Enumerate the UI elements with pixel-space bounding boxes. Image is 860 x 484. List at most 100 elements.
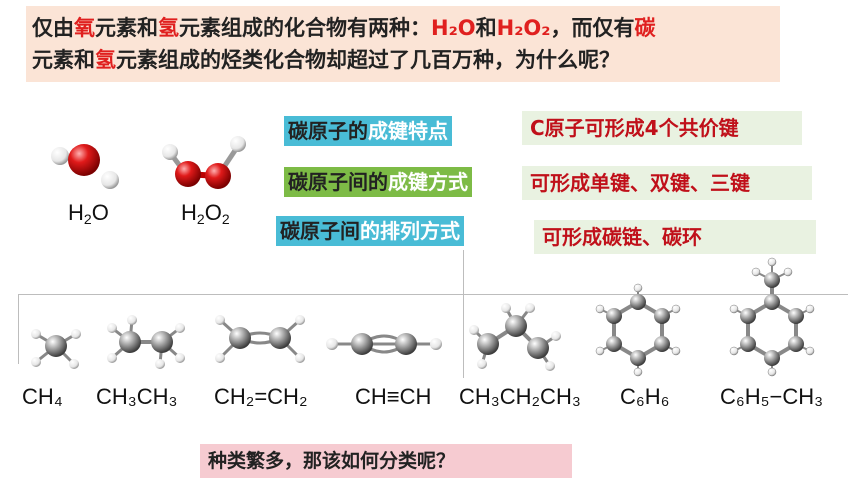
divider-line xyxy=(18,294,848,295)
carbon-atom xyxy=(45,335,67,357)
carbon-atom xyxy=(119,331,141,353)
formula-part: O xyxy=(204,200,222,225)
hydrogen-atom xyxy=(633,283,643,293)
q1-text-2: 元素和 xyxy=(95,16,158,40)
bond-ring xyxy=(746,299,798,361)
q1-text-1: 仅由 xyxy=(32,16,74,40)
hydrogen-atom xyxy=(477,359,487,369)
hydrogen-atom xyxy=(751,267,761,277)
formula-water: H2O xyxy=(68,200,109,227)
formula-ethyne: CH≡CH xyxy=(355,384,432,409)
hydrogen-atom xyxy=(525,303,535,313)
formula-part: O xyxy=(91,200,109,225)
formula-ethene: CH₂=CH₂ xyxy=(214,384,308,409)
hydrogen-atom xyxy=(155,359,165,369)
ethyne-model xyxy=(326,333,442,355)
formula-propane: CH₃CH₂CH₃ xyxy=(459,384,581,409)
answer-covalent-bonds: C原子可形成4个共价键 xyxy=(522,111,802,145)
label-text: 碳原子间 xyxy=(280,219,360,243)
carbon-atom xyxy=(606,336,622,352)
hydrogen-atom xyxy=(107,353,117,363)
carbon-atom xyxy=(740,308,756,324)
toluene-model xyxy=(729,257,815,377)
answer-bond-types: 可形成单键、双键、三键 xyxy=(522,166,812,200)
oxygen-atom xyxy=(205,163,231,189)
label-bonding-feature: 碳原子的成键特点 xyxy=(284,116,452,146)
answer-chains-rings: 可形成碳链、碳环 xyxy=(534,220,816,254)
carbon-atom xyxy=(764,294,780,310)
q1-red-carbon: 碳 xyxy=(634,16,656,40)
carbon-atom xyxy=(630,350,646,366)
oxygen-atom xyxy=(175,161,201,187)
hydrogen-atom xyxy=(633,367,643,377)
hydrogen-atom xyxy=(551,331,561,341)
hydrogen-atom xyxy=(175,323,185,333)
ethene-model xyxy=(215,315,305,363)
hydrogen-atom xyxy=(671,346,681,356)
hydrogen-atom xyxy=(215,353,225,363)
ethane-model xyxy=(107,315,185,369)
hydrogen-atom xyxy=(230,136,246,152)
formula-subscript: 2 xyxy=(83,211,92,227)
hydrogen-atom xyxy=(729,346,739,356)
oxygen-atom xyxy=(68,144,100,176)
formula-subscript: 2 xyxy=(221,211,230,227)
hydrogen-atom xyxy=(175,353,185,363)
question-line-2: 元素和氢元素组成的烃类化合物却超过了几百万种，为什么呢？ xyxy=(32,46,620,74)
hydrogen-atom xyxy=(767,257,777,267)
carbon-atom xyxy=(740,336,756,352)
hydrogen-atom xyxy=(71,329,81,339)
formula-part: H xyxy=(181,200,197,225)
formula-subscript: 2 xyxy=(196,211,205,227)
hydrogen-atom xyxy=(31,329,41,339)
carbon-atom xyxy=(788,308,804,324)
carbon-atom xyxy=(351,333,373,355)
label-arrangement: 碳原子间的排列方式 xyxy=(276,216,464,246)
hydrogen-atom xyxy=(295,353,305,363)
methane-model xyxy=(31,329,81,369)
q2-red-hydrogen: 氢 xyxy=(95,48,116,72)
q1-text-5: ，而仅有 xyxy=(550,16,635,40)
hydrogen-atom xyxy=(469,325,479,335)
hydrogen-atom xyxy=(595,346,605,356)
q1-red-oxygen: 氧 xyxy=(74,16,95,40)
hydrogen-atom xyxy=(162,144,178,160)
carbon-atom xyxy=(229,327,251,349)
carbon-atom xyxy=(505,315,527,337)
benzene-model xyxy=(595,283,681,377)
hydrogen-atom xyxy=(107,323,117,333)
bond-ring xyxy=(612,299,664,361)
hydrogen-atom xyxy=(805,304,815,314)
label-highlight: 成键方式 xyxy=(388,170,468,194)
formula-part: H xyxy=(68,200,84,225)
hydrogen-atom xyxy=(51,147,69,165)
hydrogen-atom xyxy=(127,315,137,325)
formula-peroxide: H2O2 xyxy=(181,200,230,227)
water-molecule-model xyxy=(51,144,119,189)
hydrogen-atom xyxy=(430,338,442,350)
divider-line xyxy=(463,250,464,378)
label-highlight: 成键特点 xyxy=(368,119,448,143)
question-box: 仅由氧元素和氢元素组成的化合物有两种：H₂O和H₂O₂，而仅有碳 元素和氢元素组… xyxy=(26,6,780,82)
carbon-atom xyxy=(151,331,173,353)
hydrogen-atom xyxy=(101,171,119,189)
classification-question: 种类繁多，那该如何分类呢？ xyxy=(200,444,572,478)
q2-text-1: 元素和 xyxy=(32,48,95,72)
carbon-atom xyxy=(477,333,499,355)
hydrogen-atom xyxy=(501,303,511,313)
formula-benzene: C₆H₆ xyxy=(620,384,670,409)
question-line-1: 仅由氧元素和氢元素组成的化合物有两种：H₂O和H₂O₂，而仅有碳 xyxy=(32,14,655,42)
carbon-atom xyxy=(788,336,804,352)
label-highlight: 的排列方式 xyxy=(360,219,460,243)
q1-text-4: 和 xyxy=(475,16,497,40)
formula-toluene: C₆H₅−CH₃ xyxy=(720,384,824,409)
label-text: 碳原子间的 xyxy=(288,170,388,194)
formula-methane: CH₄ xyxy=(22,384,63,409)
formula-ethane: CH₃CH₃ xyxy=(96,384,178,409)
hydrogen-atom xyxy=(595,304,605,314)
q2-text-2: 元素组成的烃类化合物却超过了几百万种，为什么呢？ xyxy=(116,48,620,72)
q1-formula-water: H₂O xyxy=(431,16,476,40)
carbon-atom xyxy=(395,333,417,355)
hydrogen-atom xyxy=(805,346,815,356)
peroxide-molecule-model xyxy=(162,136,246,189)
